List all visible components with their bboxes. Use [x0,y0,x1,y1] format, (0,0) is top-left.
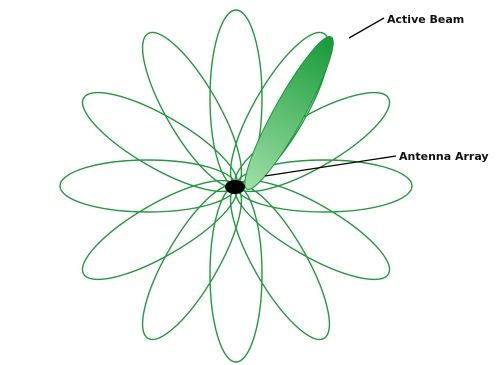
active-beam-label: Active Beam [387,13,464,26]
active-beam [234,30,345,197]
lobe-outline [71,75,249,208]
antenna-array-dot [225,180,245,194]
lobe-outline [125,21,258,199]
lobe-outline [125,173,258,351]
lobe-outline [213,173,346,351]
lobe-outline [210,186,262,362]
lobe-outline [60,160,236,212]
antenna-array-leader-line [265,156,396,176]
antenna-array-label: Antenna Array [399,150,489,163]
lobe-outline [71,163,249,296]
active-beam-leader-line [349,18,384,38]
